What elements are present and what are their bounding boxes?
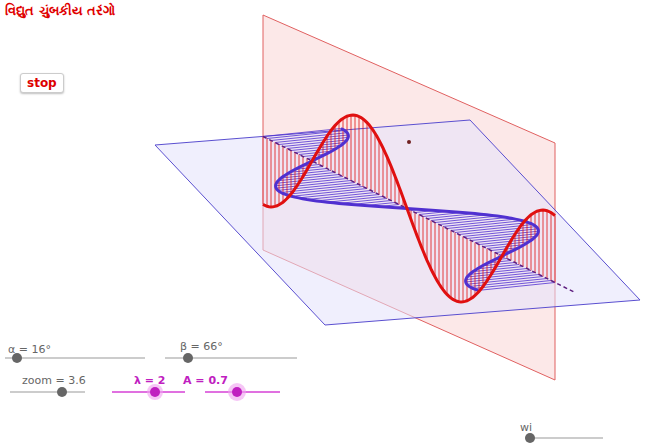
title: વિદ્યુત ચુંબકીય તરંગો <box>5 3 115 19</box>
point <box>407 140 411 144</box>
wave-curves <box>263 115 575 302</box>
slider-label: α = 16° <box>8 343 51 356</box>
electric-vectors <box>263 115 555 302</box>
slider-label: λ = 2 <box>134 374 166 387</box>
magnetic-plane <box>155 120 640 325</box>
slider-label: wi <box>520 421 532 434</box>
slider-label: zoom = 3.6 <box>22 374 86 387</box>
magnetic-vectors <box>263 129 555 291</box>
slider-label: A = 0.7 <box>183 374 228 387</box>
slider-label: β = 66° <box>180 340 223 353</box>
electric-wave <box>263 115 555 302</box>
stop-button: stop <box>20 73 64 93</box>
button-label: stop <box>27 76 57 90</box>
sliders <box>5 353 603 443</box>
propagation-axis <box>263 137 575 293</box>
